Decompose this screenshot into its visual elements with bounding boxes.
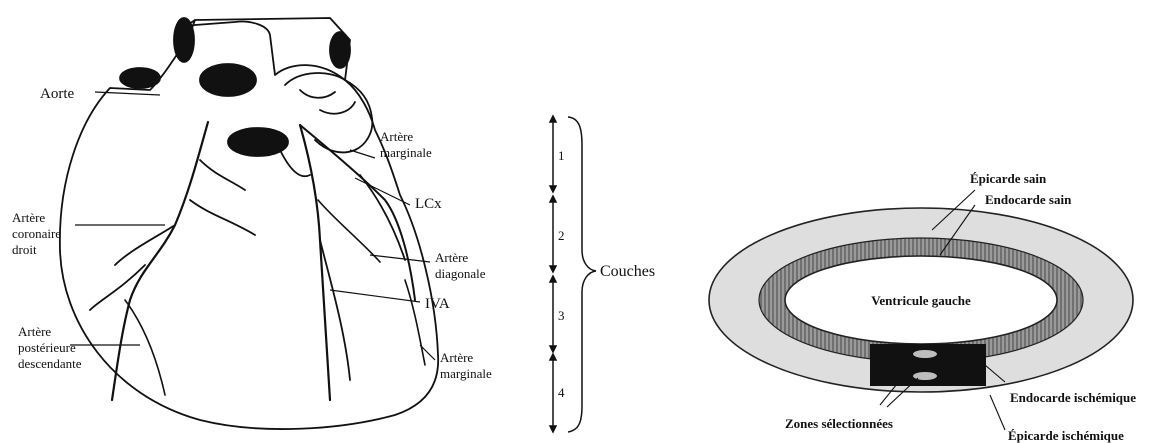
- label-marginal-bottom-1: Artère: [440, 350, 473, 365]
- vessel-opening-3: [200, 64, 256, 96]
- layer-arrow-3: [550, 276, 556, 352]
- label-marginal-bottom-2: marginale: [440, 366, 492, 381]
- label-zones-selectionnees: Zones sélectionnées: [785, 416, 893, 431]
- selected-zone-1: [913, 350, 937, 358]
- layer-number-4: 4: [558, 385, 565, 400]
- vessel-opening-5: [228, 128, 288, 156]
- layer-number-2: 2: [558, 228, 565, 243]
- label-iva: IVA: [425, 296, 450, 312]
- vessel-opening-4: [120, 68, 160, 88]
- label-rca-2: coronaire: [12, 226, 61, 241]
- posterior-descending-artery: [125, 300, 165, 395]
- label-rca-1: Artère: [12, 210, 45, 225]
- heart-illustration: [60, 18, 438, 429]
- label-ventricule-gauche: Ventricule gauche: [871, 293, 971, 308]
- right-coronary-artery: [112, 122, 208, 400]
- layer-arrow-1: [550, 116, 556, 192]
- label-marginal-top-1: Artère: [380, 129, 413, 144]
- layer-labels: 1 2 3 4 Couches: [558, 148, 655, 400]
- label-endocarde-sain: Endocarde sain: [985, 192, 1072, 207]
- layer-arrow-4: [550, 354, 556, 432]
- label-marginal-top-2: marginale: [380, 145, 432, 160]
- layer-scale: [550, 116, 596, 432]
- layers-label: Couches: [600, 263, 655, 280]
- layer-arrow-2: [550, 196, 556, 272]
- label-lcx: LCx: [415, 196, 442, 212]
- vessel-opening-2: [330, 32, 350, 68]
- label-epicarde-sain: Épicarde sain: [970, 171, 1047, 186]
- label-pda-1: Artère: [18, 324, 51, 339]
- label-pda-2: postérieure: [18, 340, 76, 355]
- label-endocarde-ischemique: Endocarde ischémique: [1010, 390, 1136, 405]
- label-diagonal-1: Artère: [435, 250, 468, 265]
- label-aorte: Aorte: [40, 86, 74, 102]
- label-pda-3: descendante: [18, 356, 82, 371]
- diagonal-artery: [318, 200, 380, 262]
- label-epicarde-ischemique: Épicarde ischémique: [1008, 428, 1124, 443]
- layer-number-3: 3: [558, 308, 565, 323]
- layer-number-1: 1: [558, 148, 565, 163]
- label-rca-3: droit: [12, 242, 37, 257]
- vessel-opening-1: [174, 18, 194, 62]
- label-diagonal-2: diagonale: [435, 266, 486, 281]
- layer-brace: [568, 117, 596, 432]
